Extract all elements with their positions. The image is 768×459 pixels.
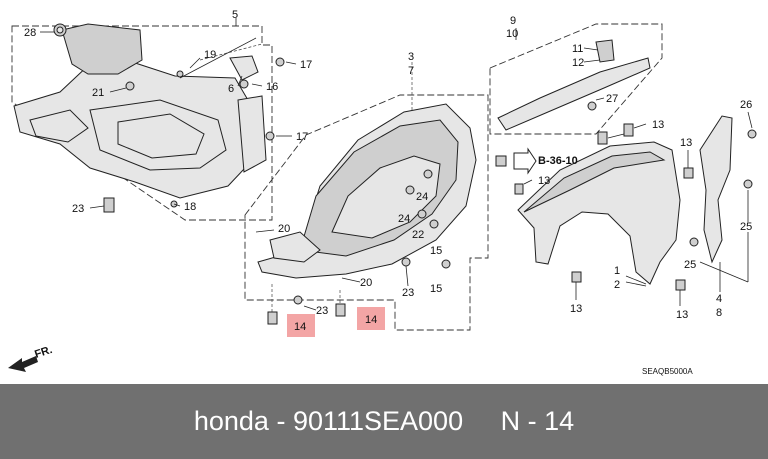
callout-13: 13 <box>538 175 550 187</box>
callout-16: 16 <box>266 81 278 93</box>
callout-1: 1 <box>614 265 620 277</box>
front-marker-label: FR. <box>33 344 54 361</box>
callout-26: 26 <box>740 99 752 111</box>
callout-25: 25 <box>684 259 696 271</box>
callout-15: 15 <box>430 283 442 295</box>
callout-14-highlight <box>287 314 315 337</box>
callout-6: 6 <box>228 83 234 95</box>
callout-21: 21 <box>92 87 104 99</box>
callout-10: 10 <box>506 28 518 40</box>
callout-8: 8 <box>716 307 722 319</box>
callout-2: 2 <box>614 279 620 291</box>
callout-13: 13 <box>652 119 664 131</box>
callout-3: 3 <box>408 51 414 63</box>
diagram-code: SEAQB5000A <box>642 367 693 376</box>
callout-23: 23 <box>402 287 414 299</box>
callout-13: 13 <box>570 303 582 315</box>
part-info-banner: honda - 90111SEA000 N - 14 <box>0 384 768 459</box>
callout-9: 9 <box>510 15 516 27</box>
ref-number: 14 <box>544 406 575 436</box>
callout-17: 17 <box>296 131 308 143</box>
callout-28: 28 <box>24 27 36 39</box>
part-number: 90111SEA000 <box>292 406 464 436</box>
callout-13: 13 <box>680 137 692 149</box>
undercover-group: 28 5 19 17 21 6 16 17 23 18 <box>11 9 312 221</box>
callout-13: 13 <box>676 309 688 321</box>
callout-24: 24 <box>416 191 428 203</box>
fender-liner-group: 3 7 24 24 22 15 15 20 20 23 23 14 14 <box>244 51 489 337</box>
ref-label: B-36-10 <box>538 155 578 167</box>
brand-name: honda <box>193 406 269 436</box>
front-marker: FR. <box>8 344 54 372</box>
separator: - <box>268 406 293 436</box>
callout-19: 19 <box>204 49 216 61</box>
callout-27: 27 <box>606 93 618 105</box>
callout-5: 5 <box>232 9 238 21</box>
callout-23: 23 <box>72 203 84 215</box>
ref-arrow <box>513 147 537 175</box>
callout-22: 22 <box>412 229 424 241</box>
callout-20: 20 <box>278 223 290 235</box>
callout-20: 20 <box>360 277 372 289</box>
callout-24: 24 <box>398 213 410 225</box>
callout-12: 12 <box>572 57 584 69</box>
callout-25: 25 <box>740 221 752 233</box>
callout-23: 23 <box>316 305 328 317</box>
callout-17: 17 <box>300 59 312 71</box>
callout-11: 11 <box>572 43 583 55</box>
ref-prefix: N - <box>500 406 545 436</box>
callout-14-highlight <box>357 307 385 330</box>
callout-18: 18 <box>184 201 196 213</box>
spacer <box>463 406 501 437</box>
callout-14: 14 <box>294 321 306 333</box>
callout-4: 4 <box>716 293 722 305</box>
parts-diagram: 28 5 19 17 21 6 16 17 23 18 3 7 24 <box>8 9 757 376</box>
callout-14: 14 <box>365 314 377 326</box>
callout-15: 15 <box>430 245 442 257</box>
callout-7: 7 <box>408 65 414 77</box>
fender-group: B-36-10 9 10 11 12 27 13 13 13 13 13 1 2… <box>489 15 757 321</box>
